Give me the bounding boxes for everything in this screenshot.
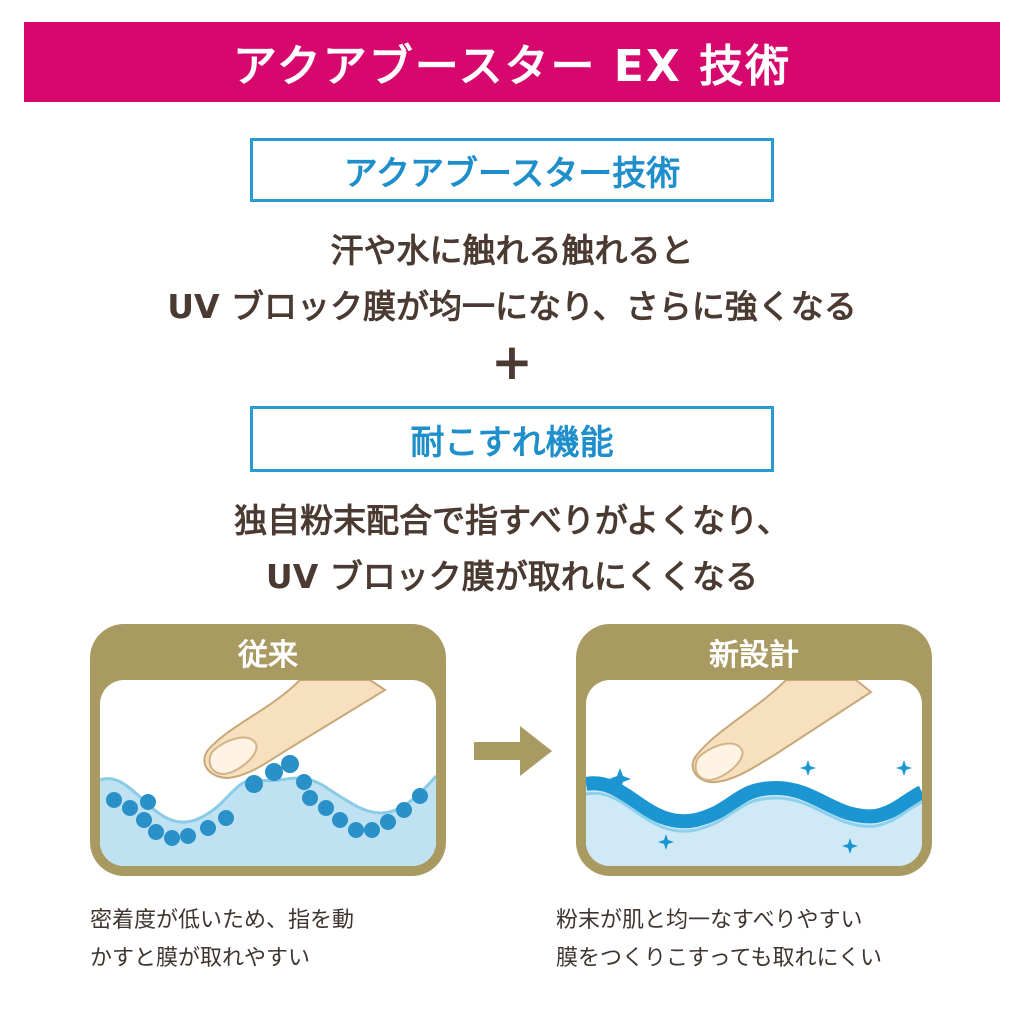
before-caption-line1: 密着度が低いため、指を動 (90, 908, 355, 933)
before-title: 従来 (238, 638, 298, 673)
section2-line1: 独自粉末配合で指すべりがよくなり、 (234, 501, 790, 540)
after-illustration (586, 680, 922, 866)
after-caption: 粉末が肌と均一なすべりやすい 膜をつくりこすっても取れにくい (556, 902, 882, 978)
after-caption-line1: 粉末が肌と均一なすべりやすい (556, 908, 863, 933)
plus-sign: + (491, 333, 533, 391)
after-title: 新設計 (709, 638, 799, 673)
right-arrow-icon (474, 726, 552, 776)
before-caption: 密着度が低いため、指を動 かすと膜が取れやすい (90, 902, 354, 978)
section2-label-box: 耐こすれ機能 (250, 406, 774, 472)
fingernail-icon (208, 736, 258, 776)
skin-film-fill (100, 776, 436, 866)
uv-block-film (586, 776, 922, 829)
section1-line1: 汗や水に触れる触れると (330, 231, 694, 270)
film-inner-edge (586, 791, 922, 833)
section1-label: アクアブースター技術 (343, 153, 681, 194)
after-panel: 新設計 (576, 624, 932, 876)
before-illustration (100, 680, 436, 866)
before-panel: 従来 (90, 624, 446, 876)
powder-particles (106, 755, 428, 846)
section1-label-box: アクアブースター技術 (250, 138, 774, 202)
section2-line2: UV ブロック膜が取れにくくなる (265, 557, 759, 596)
section1-line2: UV ブロック膜が均一になり、さらに強くなる (167, 287, 857, 326)
after-caption-line2: 膜をつくりこすっても取れにくい (556, 946, 883, 971)
fingernail-icon (694, 742, 744, 782)
header-banner: アクアブースター EX 技術 (24, 22, 1000, 102)
sparkle-icons (609, 760, 912, 854)
before-caption-line2: かすと膜が取れやすい (90, 946, 311, 971)
skin-film-fill (586, 783, 922, 866)
section2-label: 耐こすれ機能 (410, 422, 614, 463)
header-title: アクアブースター EX 技術 (232, 41, 792, 92)
